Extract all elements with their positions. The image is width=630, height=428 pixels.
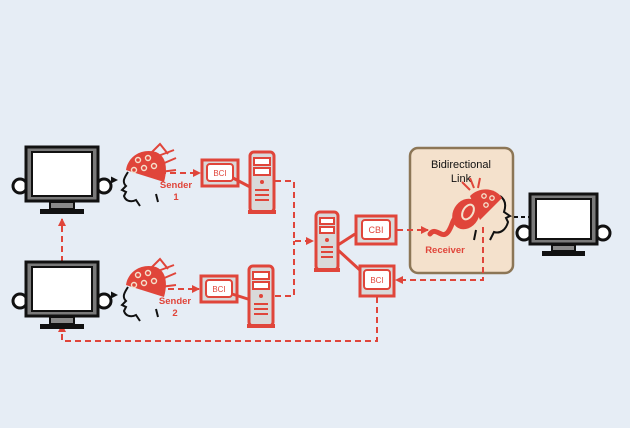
sender-2-label: Sender [159, 296, 192, 307]
monitor-screen [31, 151, 93, 197]
sender-1-head-icon [120, 142, 177, 207]
cbi-label: CBI [368, 225, 383, 235]
panel-title-line2: Link [451, 173, 472, 185]
computer2-to-hub-line [275, 241, 295, 297]
monitor-1 [11, 145, 113, 214]
receiver-head-icon [427, 177, 512, 241]
hub-to-cbi-connector [337, 232, 356, 247]
sender-2-bci-box: BCI [199, 274, 252, 304]
receiver-label: Receiver [425, 245, 465, 256]
sender-2-computer-icon [247, 264, 275, 328]
sender-1-label: Sender [160, 180, 193, 191]
bci-label: BCI [212, 285, 225, 294]
hub-computer-icon [314, 210, 340, 272]
sender-1-number: 1 [173, 192, 179, 203]
connections [58, 169, 530, 342]
bci-label: BCI [370, 276, 383, 285]
sender-1-computer-icon [248, 150, 276, 214]
sender-2-number: 2 [172, 308, 177, 319]
monitor-2 [11, 260, 113, 329]
hub-bci-box: BCI [358, 264, 396, 298]
bci-to-monitor2-arrow [58, 297, 378, 342]
monitor-3 [515, 192, 612, 256]
computer1-to-hub-arrow [275, 180, 314, 245]
sender-1-bci-box: BCI [200, 158, 253, 190]
bci-label: BCI [213, 169, 226, 178]
monitor-screen [535, 198, 592, 240]
monitor-screen [31, 266, 93, 312]
receiver-to-bci-arrow [395, 227, 484, 284]
sender-2-head-icon [120, 257, 177, 322]
hub-cbi-box: CBI [354, 214, 398, 246]
panel-title-line1: Bidirectional [431, 159, 491, 171]
hub-to-bci-connector [336, 248, 364, 274]
